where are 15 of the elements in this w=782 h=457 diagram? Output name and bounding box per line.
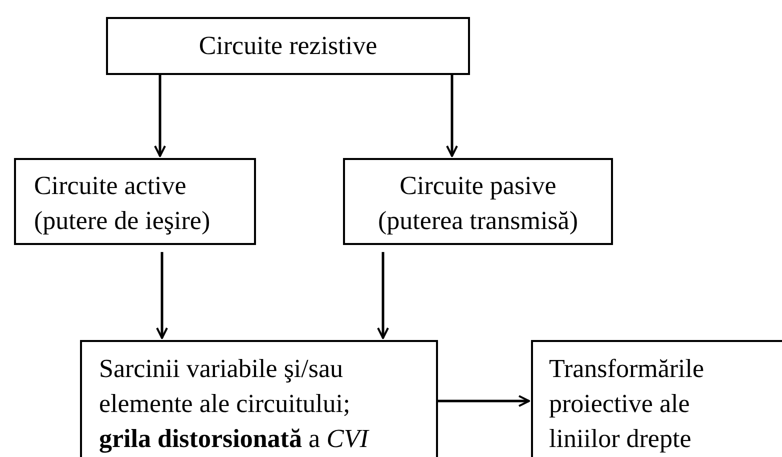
- arrow: [154, 75, 166, 157]
- arrow: [156, 252, 168, 339]
- box-text: Circuite rezistive: [198, 30, 378, 62]
- box-text: Transformările proiective ale liniilor drepte: [549, 353, 706, 455]
- arrow: [438, 395, 530, 407]
- box-text: Sarcinii variabile şi/sau elemente ale circuitului; grila distorsionată a CVI: [99, 353, 370, 455]
- arrow: [377, 252, 389, 339]
- arrow: [446, 75, 458, 157]
- process-box: [531, 340, 782, 457]
- box-text: Circuite active (putere de ieşire): [34, 170, 212, 237]
- box-text: Circuite pasive (puterea transmisă): [377, 170, 579, 237]
- process-box: [343, 158, 613, 245]
- process-box: [106, 17, 470, 75]
- process-box: [80, 340, 438, 457]
- process-box: [14, 158, 256, 245]
